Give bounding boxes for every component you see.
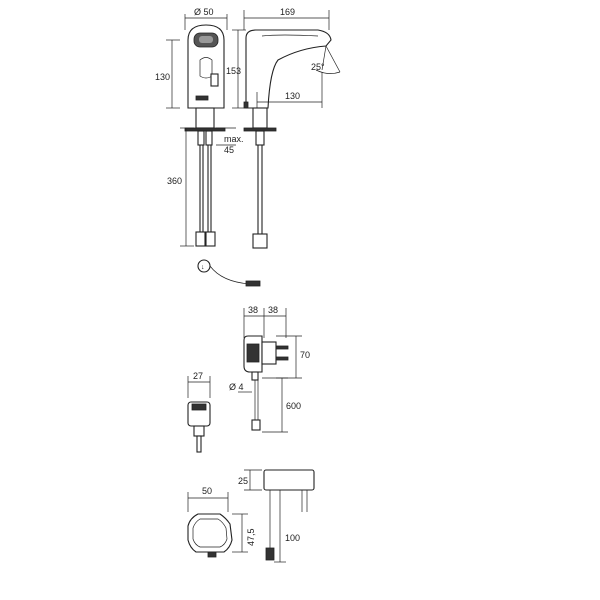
dim-label-adapter-38b: 38 bbox=[268, 305, 278, 315]
dim-label-height-130: 130 bbox=[155, 72, 170, 82]
plug-module-pin bbox=[196, 435, 202, 453]
dim-label-width-169: 169 bbox=[280, 7, 295, 17]
dim-label-height-153: 153 bbox=[226, 66, 241, 76]
plug-module: 27 bbox=[187, 371, 211, 453]
battery-box-top-body bbox=[187, 513, 233, 553]
dim-label-plug-27: 27 bbox=[193, 371, 203, 381]
dim-label-adapter-height-70: 70 bbox=[300, 350, 310, 360]
faucet-front-view: Ø 50 130 360 max. 45 bbox=[155, 7, 261, 287]
faucet-side-body bbox=[245, 29, 332, 109]
sensor-cable bbox=[209, 265, 251, 285]
dim-label-cable-600: 600 bbox=[286, 401, 301, 411]
cable-plug bbox=[245, 280, 261, 287]
svg-text:↓: ↓ bbox=[201, 264, 205, 271]
dim-label-adapter-38a: 38 bbox=[248, 305, 258, 315]
brand-badge bbox=[195, 95, 209, 101]
plug-pin-bottom bbox=[275, 356, 289, 361]
dim-label-box-height-47-5: 47,5 bbox=[246, 528, 256, 546]
dim-label-max-45: 45 bbox=[224, 145, 234, 155]
box-top-outlet bbox=[207, 551, 217, 558]
plug-pin-top bbox=[275, 345, 289, 350]
battery-box-side-body bbox=[263, 469, 315, 491]
adapter-cable-plug bbox=[251, 419, 261, 431]
dim-label-box-cable-100: 100 bbox=[285, 533, 300, 543]
countertop-washer bbox=[184, 127, 226, 132]
mounting-shank bbox=[195, 107, 215, 129]
side-hose-nut bbox=[252, 233, 268, 249]
box-cable-plug bbox=[265, 547, 275, 561]
hose-nut-right bbox=[205, 231, 216, 247]
dim-label-reach-130: 130 bbox=[285, 91, 300, 101]
power-adapter: 38 38 70 Ø 4 600 bbox=[229, 305, 310, 433]
battery-box-side: 25 100 bbox=[238, 469, 315, 563]
dim-label-cable-diameter: Ø 4 bbox=[229, 382, 244, 392]
dim-label-diameter-50: Ø 50 bbox=[194, 7, 214, 17]
hose-nut-left bbox=[195, 231, 206, 247]
dim-label-hose-360: 360 bbox=[167, 176, 182, 186]
dim-label-max: max. bbox=[224, 134, 244, 144]
dim-label-box-width-50: 50 bbox=[202, 486, 212, 496]
dim-label-angle-25: 25° bbox=[311, 62, 325, 72]
dim-label-box-height-25: 25 bbox=[238, 476, 248, 486]
front-lever bbox=[210, 73, 219, 87]
battery-box-top: 50 47,5 bbox=[187, 486, 256, 558]
faucet-side-view: 169 153 25° 130 bbox=[226, 7, 341, 249]
